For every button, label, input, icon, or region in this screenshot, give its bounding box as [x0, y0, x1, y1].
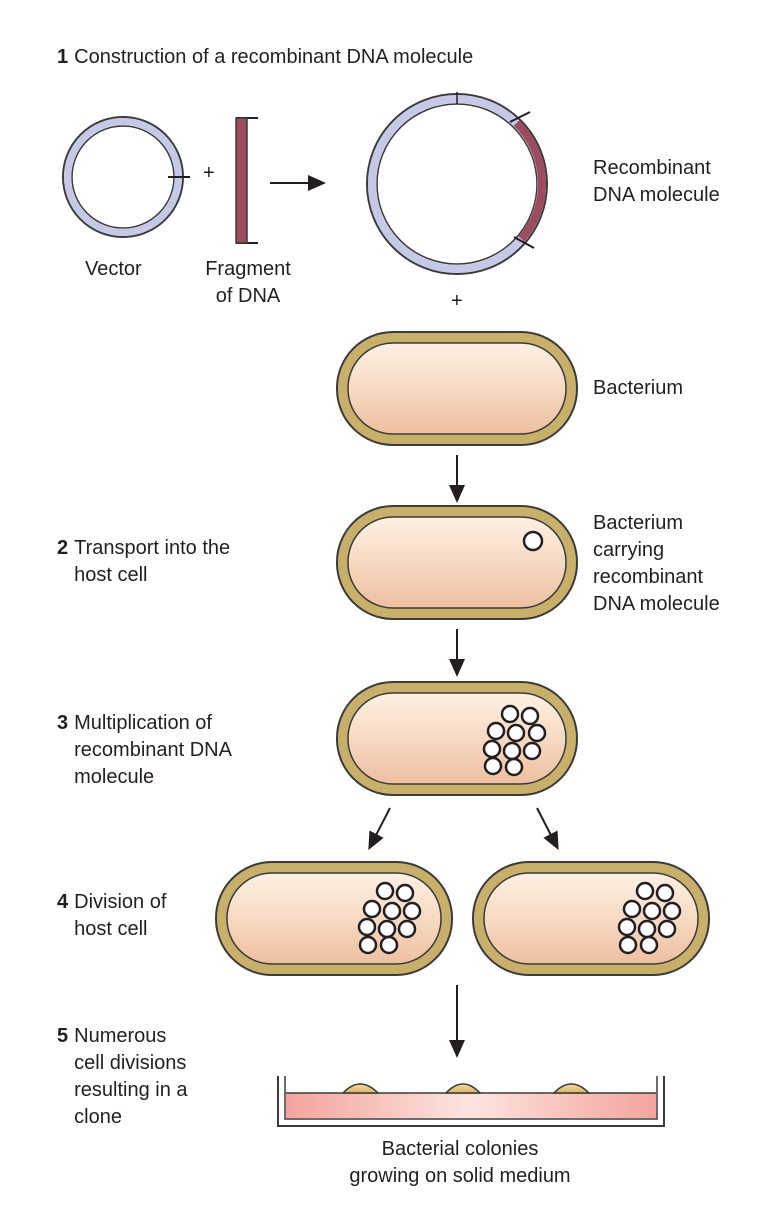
- recombinant-label: Recombinant DNA molecule: [593, 157, 720, 206]
- plus-sign-1: +: [203, 162, 215, 184]
- step-3-number: 3: [57, 712, 69, 734]
- plus-sign-2: +: [451, 290, 463, 312]
- step-2-label: 2 Transport into the host cell: [57, 535, 230, 589]
- bacterial-colonies: [341, 1083, 591, 1094]
- daughter-cell-left: [215, 861, 453, 976]
- step-1-text: Construction of a recombinant DNA molecu…: [74, 46, 474, 68]
- bacterium-plain: [336, 331, 578, 446]
- step-4-text: Division of host cell: [74, 891, 167, 940]
- step-2-number: 2: [57, 537, 69, 559]
- dna-fragment: [235, 117, 258, 244]
- step-1-number: 1: [57, 46, 69, 68]
- step-3-label: 3 Multiplication of recombinant DNA mole…: [57, 710, 232, 791]
- daughter-cell-right: [472, 861, 710, 976]
- arrow-division-left: [368, 807, 391, 851]
- petri-dish: [277, 1076, 665, 1127]
- step-4-number: 4: [57, 891, 69, 913]
- colonies-label: Bacterial colonies growing on solid medi…: [349, 1138, 571, 1187]
- step-2-text: Transport into the host cell: [74, 537, 231, 586]
- arrow-division-right: [536, 807, 559, 851]
- recombinant-plasmid: [366, 92, 548, 275]
- vector-label: Vector: [85, 258, 142, 280]
- step-3-text: Multiplication of recombinant DNA molecu…: [74, 712, 232, 788]
- step-5-label: 5 Numerous cell divisions resulting in a…: [57, 1023, 188, 1131]
- bacterium-label: Bacterium: [593, 377, 684, 399]
- bacterium-with-plasmid: [336, 505, 578, 620]
- step-1-label: 1 Construction of a recombinant DNA mole…: [57, 44, 473, 71]
- step-5-text: Numerous cell divisions resulting in a c…: [74, 1025, 188, 1128]
- fragment-label: Fragment of DNA: [205, 258, 291, 307]
- step-4-label: 4 Division of host cell: [57, 889, 166, 943]
- bacterium-carrying-label: Bacterium carrying recombinant DNA molec…: [593, 512, 720, 615]
- step-5-number: 5: [57, 1025, 69, 1047]
- vector-plasmid: [62, 116, 190, 238]
- bacterium-multiplied: [336, 681, 578, 796]
